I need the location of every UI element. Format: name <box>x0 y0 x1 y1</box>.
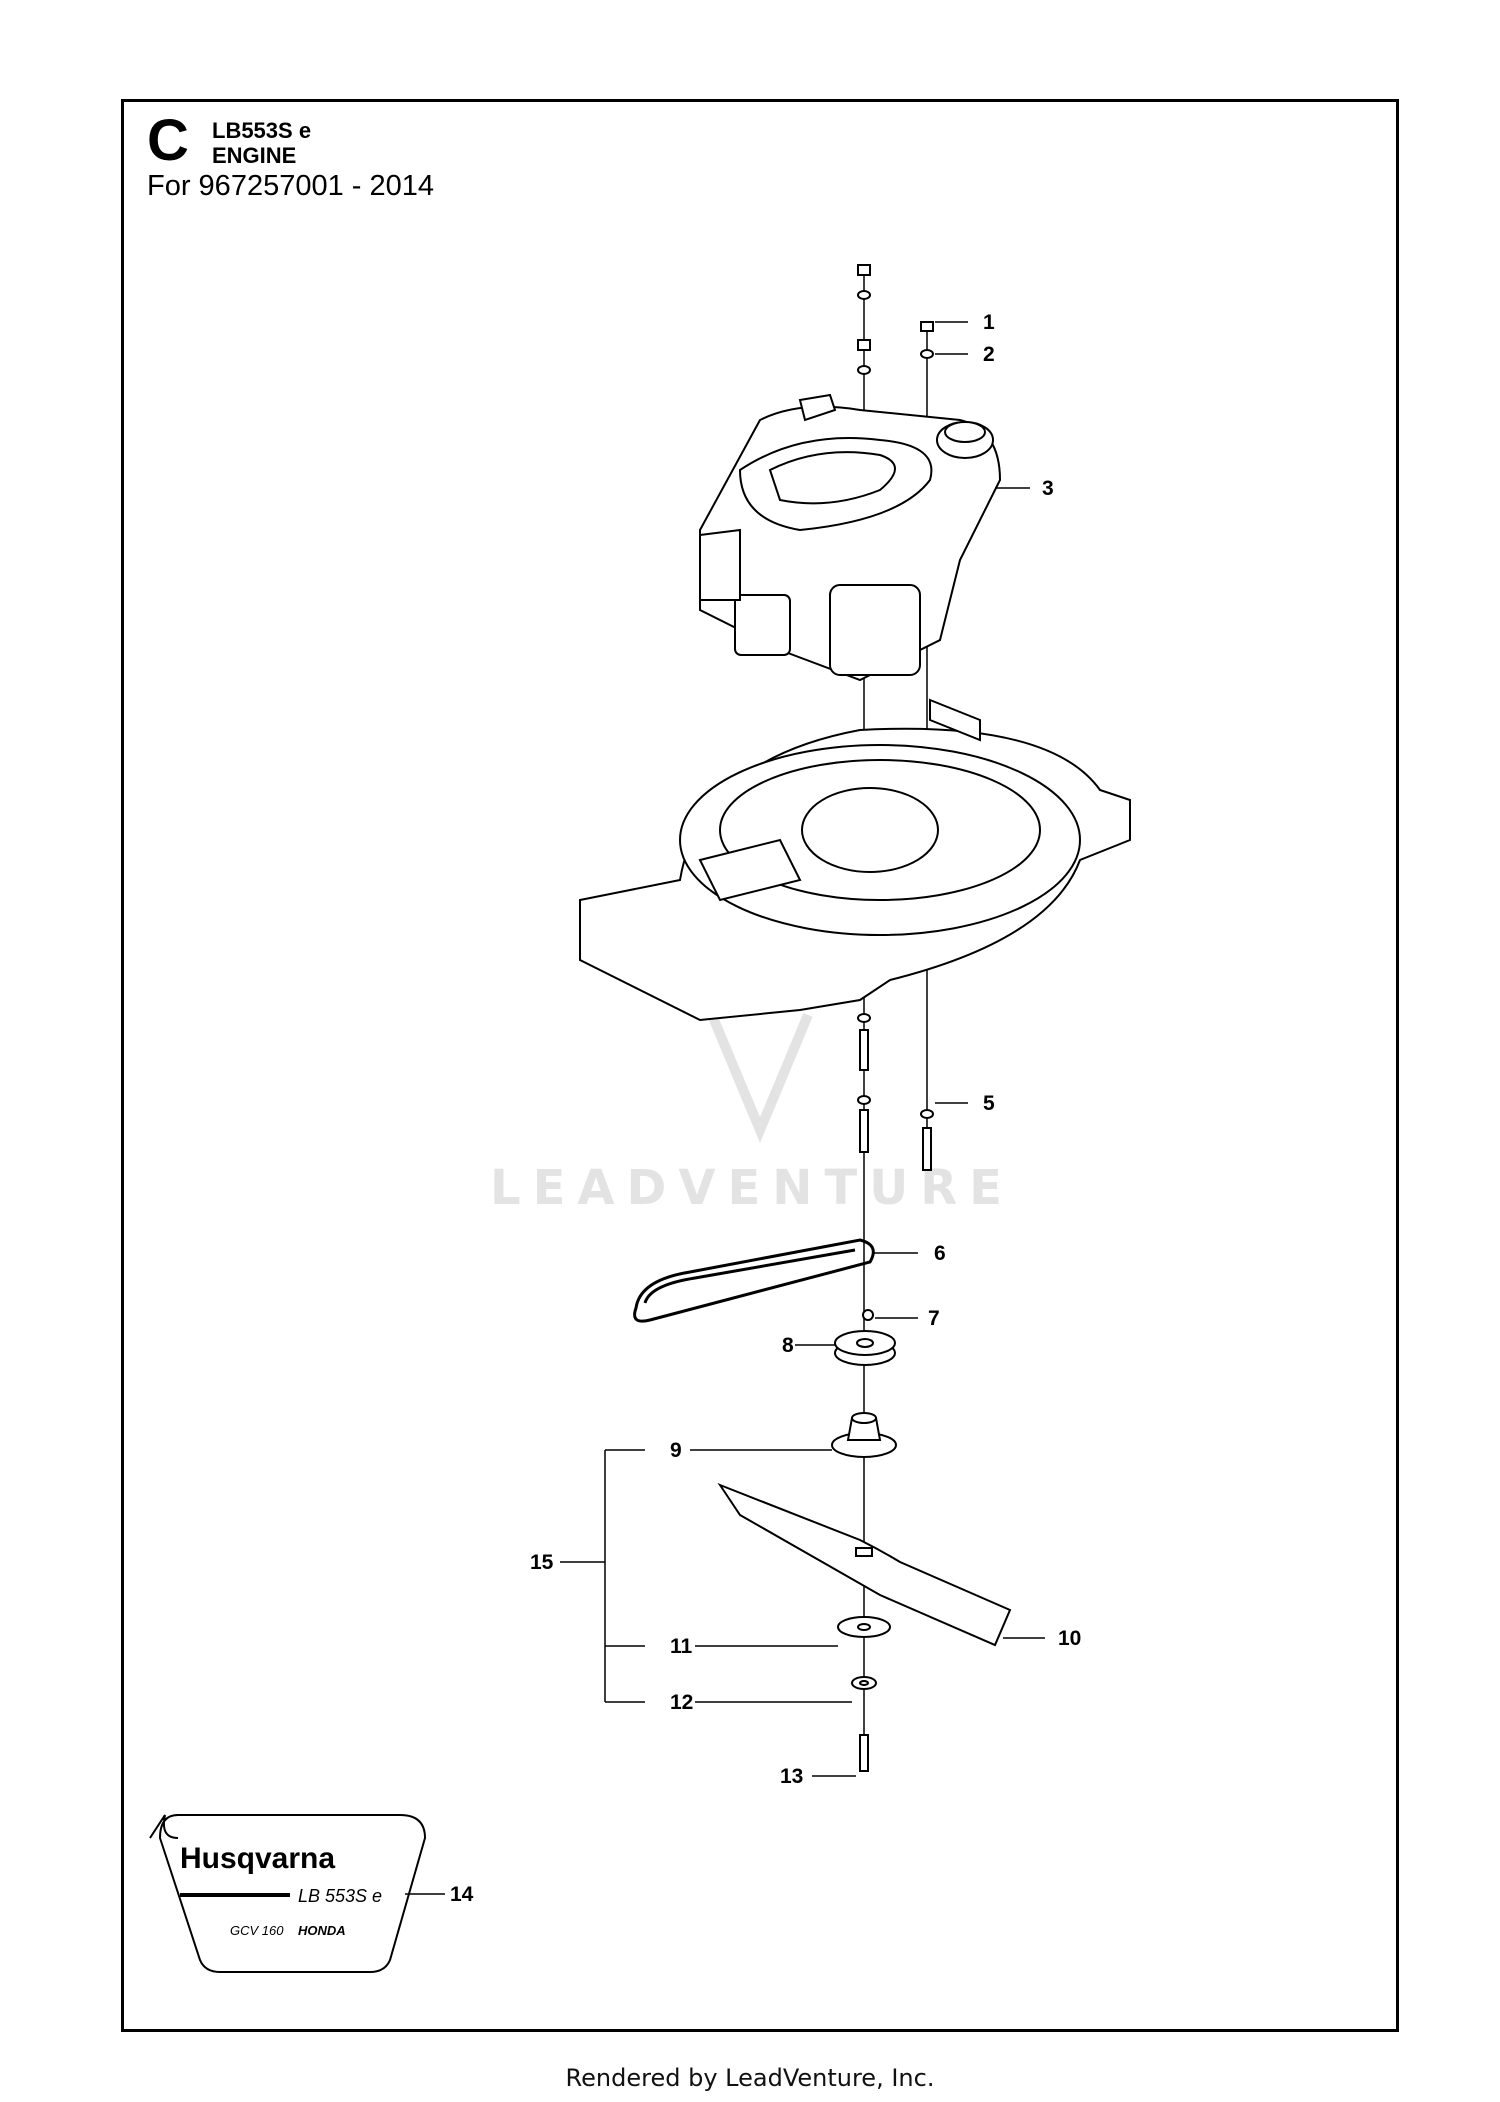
callout-14: 14 <box>450 1883 474 1906</box>
top-bolts <box>857 264 934 375</box>
decal-engine-brand: HONDA <box>298 1923 346 1938</box>
decal-brand: Husqvarna <box>180 1842 335 1875</box>
engine-assembly <box>699 393 1002 682</box>
callout-7: 7 <box>928 1307 940 1330</box>
callout-9: 9 <box>670 1439 682 1462</box>
decal-model: LB 553S e <box>298 1886 382 1906</box>
callout-12: 12 <box>670 1691 693 1714</box>
deck-bolts <box>857 1013 934 1171</box>
watermark-text: LEADVENTURE <box>490 1160 1014 1216</box>
callout-5: 5 <box>983 1092 995 1115</box>
callout-15: 15 <box>530 1551 554 1574</box>
drive-belt <box>633 1238 875 1323</box>
callout-10: 10 <box>1058 1627 1081 1650</box>
callout-6: 6 <box>934 1242 946 1265</box>
blade <box>717 1482 1012 1647</box>
applicability-line: For 967257001 - 2014 <box>147 170 434 202</box>
callout-8: 8 <box>782 1334 794 1357</box>
callout-3: 3 <box>1042 477 1054 500</box>
diagram-frame <box>121 99 1399 2032</box>
callout-leaders <box>405 321 1045 1895</box>
decal: Husqvarna LB 553S e GCV 160 HONDA <box>149 1814 427 1973</box>
callout-2: 2 <box>983 343 995 366</box>
mower-deck <box>579 698 1131 1022</box>
blade-adapter <box>831 1412 897 1458</box>
pulley <box>834 1309 896 1366</box>
callout-13: 13 <box>780 1765 803 1788</box>
model-name: LB553S e <box>212 118 312 143</box>
section-letter: C <box>147 108 189 173</box>
decal-engine: GCV 160 <box>230 1923 284 1938</box>
footer-credit: Rendered by LeadVenture, Inc. <box>565 2064 935 2092</box>
callout-11: 11 <box>670 1635 693 1658</box>
callout-numbers: 1 2 3 5 6 7 8 9 10 11 12 13 14 15 <box>450 311 1081 1906</box>
blade-washers <box>837 1616 891 1772</box>
callout-1: 1 <box>983 311 995 334</box>
section-name: ENGINE <box>212 143 297 168</box>
